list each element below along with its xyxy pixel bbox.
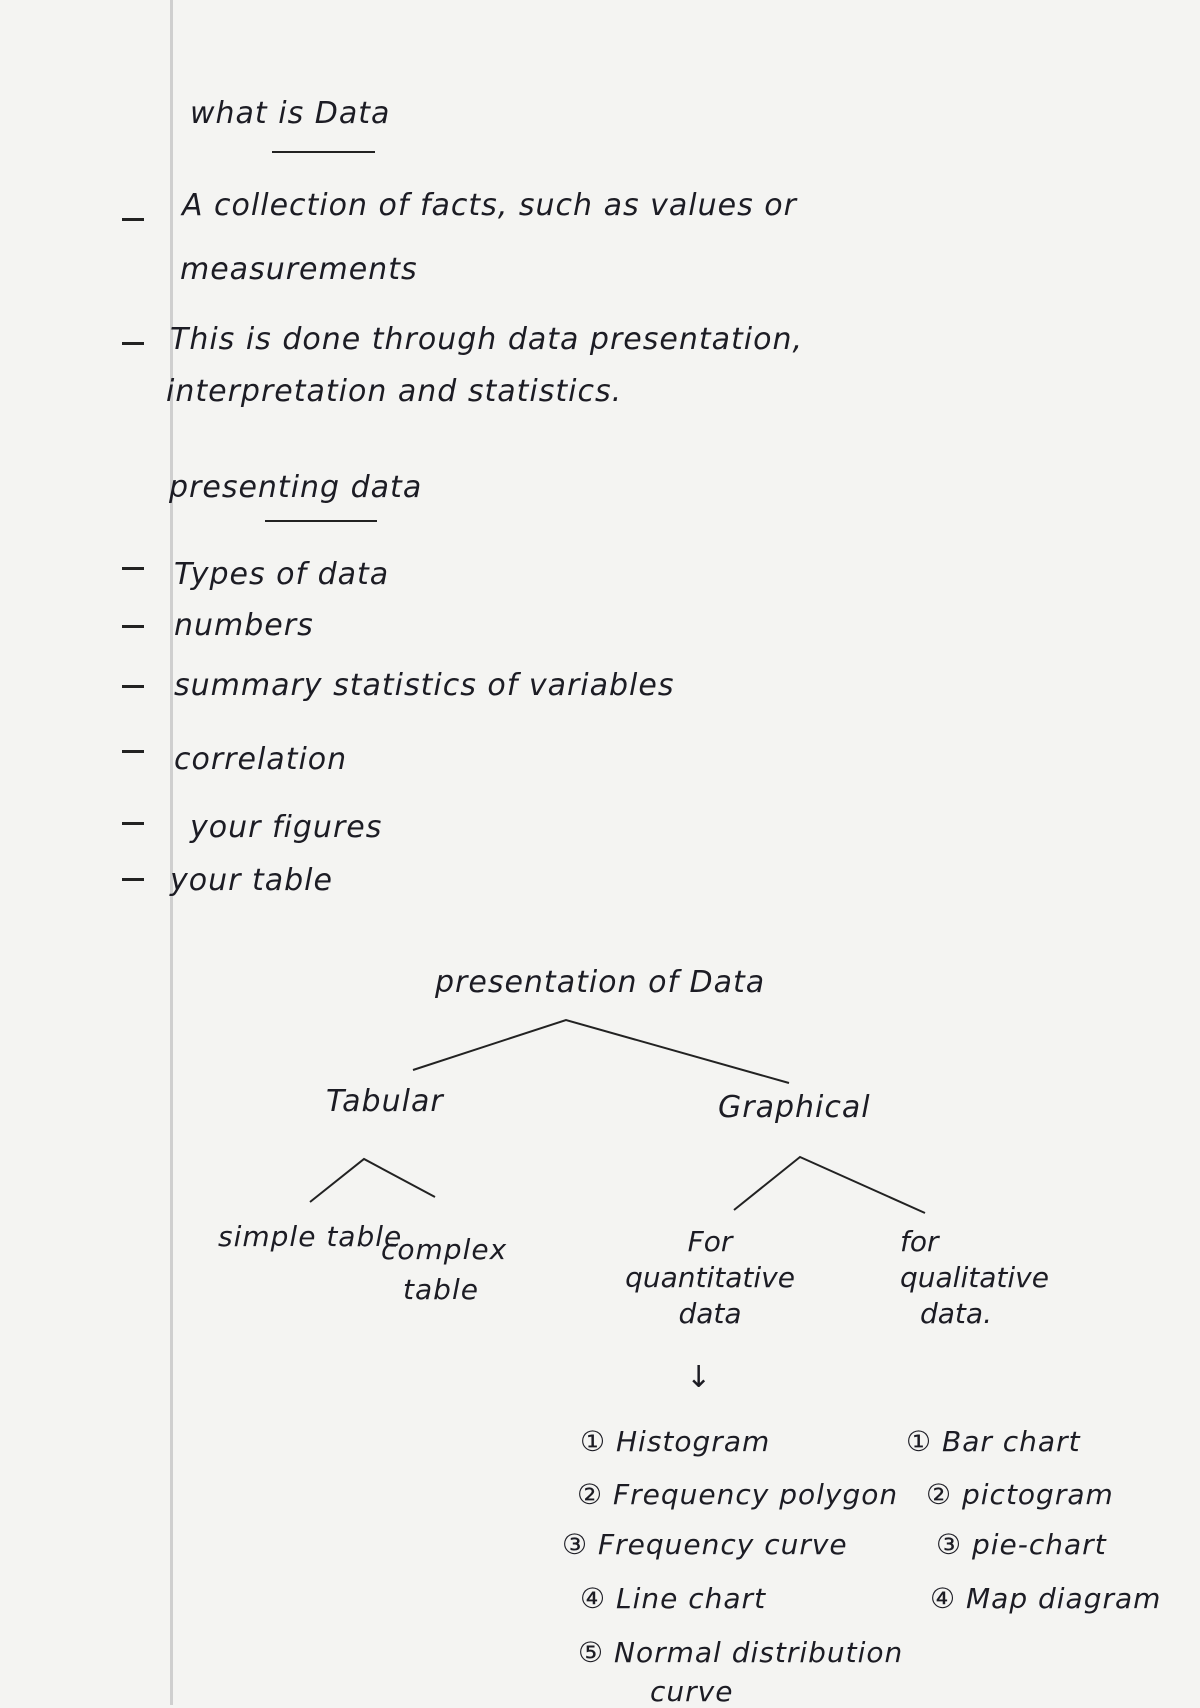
- bullet-dash: [122, 567, 144, 570]
- quantitative-item: ③ Frequency curve: [562, 1528, 848, 1561]
- qualitative-item: ① Bar chart: [906, 1425, 1081, 1458]
- bullet-dash: [122, 750, 144, 753]
- bullet-text: This is done through data presentation,: [170, 322, 804, 357]
- list-item: Types of data: [174, 557, 390, 592]
- bullet-dash: [122, 822, 144, 825]
- graphical-branch: [733, 1155, 926, 1214]
- qualitative-item: ② pictogram: [926, 1478, 1114, 1511]
- quantitative-label: quantitative: [625, 1261, 795, 1294]
- list-item: your table: [170, 863, 333, 898]
- heading-presenting-data: presenting data: [169, 470, 423, 505]
- bullet-dash: [122, 878, 144, 881]
- tree-tabular: Tabular: [326, 1084, 444, 1119]
- heading-underline: [265, 520, 377, 522]
- tree-root: presentation of Data: [435, 965, 766, 1000]
- quantitative-item: ① Histogram: [580, 1425, 771, 1458]
- qualitative-label: for: [900, 1225, 939, 1258]
- qualitative-label: qualitative: [900, 1261, 1049, 1294]
- tree-graphical: Graphical: [718, 1090, 871, 1125]
- bullet-text: measurements: [180, 252, 418, 287]
- list-item: your figures: [190, 810, 383, 845]
- list-item: summary statistics of variables: [174, 668, 675, 703]
- list-item: numbers: [174, 608, 314, 643]
- quantitative-item: ④ Line chart: [580, 1582, 767, 1615]
- tree-simple-table: simple table: [218, 1220, 403, 1253]
- bullet-dash: [122, 218, 144, 221]
- quantitative-label: For: [687, 1225, 733, 1258]
- bullet-dash: [122, 625, 144, 628]
- quantitative-label: data: [678, 1297, 742, 1330]
- quantitative-item: curve: [650, 1675, 734, 1708]
- qualitative-label: data.: [920, 1297, 992, 1330]
- bullet-dash: [122, 342, 144, 345]
- qualitative-item: ③ pie-chart: [936, 1528, 1107, 1561]
- qualitative-item: ④ Map diagram: [930, 1582, 1162, 1615]
- list-item: correlation: [174, 742, 348, 777]
- heading-what-is-data: what is Data: [190, 96, 391, 131]
- bullet-dash: [122, 685, 144, 688]
- heading-underline: [272, 151, 375, 153]
- quantitative-item: ② Frequency polygon: [577, 1478, 899, 1511]
- tree-quantitative: For quantitative data: [610, 1224, 810, 1332]
- bullet-text: A collection of facts, such as values or: [182, 188, 797, 223]
- root-branch: [412, 1018, 790, 1084]
- bullet-text: interpretation and statistics.: [166, 374, 623, 409]
- tree-complex-table: complex table: [381, 1233, 508, 1306]
- tabular-branch: [309, 1157, 436, 1203]
- arrow-down-icon: ↓: [686, 1360, 713, 1395]
- tree-qualitative: for qualitative data.: [900, 1224, 1140, 1332]
- quantitative-item: ⑤ Normal distribution: [578, 1636, 904, 1669]
- margin-line: [170, 0, 173, 1705]
